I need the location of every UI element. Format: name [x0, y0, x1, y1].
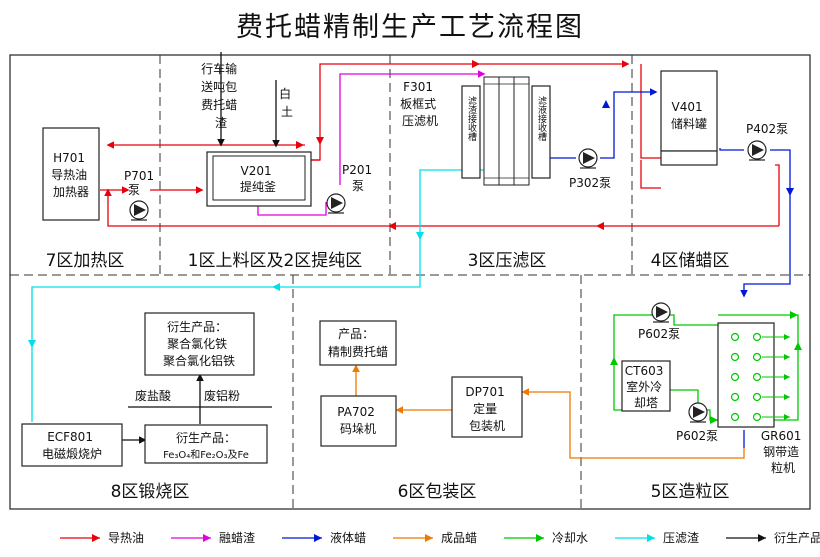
- dp701-packer: [451, 376, 523, 438]
- p602-bottom-label: P602泵: [676, 429, 718, 443]
- zone-label-7: 7区加热区: [46, 251, 125, 271]
- legend-label-0: 导热油: [108, 531, 144, 545]
- zone-label-5: 5区造粒区: [651, 482, 730, 502]
- product-label: 产品： 精制费托蜡: [328, 327, 388, 359]
- filtrate-tank-label: 滤液接收槽: [536, 95, 547, 142]
- ecf801-furnace: [21, 423, 123, 467]
- derived-product-lines: [122, 52, 280, 444]
- pa702-palletizer: [320, 395, 397, 447]
- p201-pump: [326, 193, 346, 214]
- legend-arrow-3: [425, 534, 433, 542]
- v401-label: V401 储料罐: [671, 100, 707, 131]
- byproduct-2-box: [144, 424, 268, 464]
- feed-wax-label: 行车输 送吨包 费托蜡 渣: [201, 61, 241, 130]
- p602-bottom-pump: [688, 402, 708, 423]
- p402-label: P402泵: [746, 122, 788, 136]
- v201-inner: [212, 155, 306, 201]
- legend-label-4: 冷却水: [552, 531, 588, 545]
- residue-tank-label: 滤渣接收槽: [466, 95, 477, 142]
- legend-label-6: 衍生产品: [774, 531, 820, 545]
- legend-label-3: 成品蜡: [441, 531, 477, 545]
- v401-base: [660, 150, 718, 166]
- heat-oil-arrowheads: [296, 60, 604, 230]
- h701-heater: [42, 127, 100, 221]
- p402-pump: [747, 140, 767, 161]
- p201-sub: 泵: [352, 179, 364, 193]
- ct603-cooling-tower: [621, 360, 671, 412]
- legend-arrow-1: [203, 534, 211, 542]
- p302-pump: [578, 148, 598, 169]
- v201-label: V201 提纯釜: [240, 164, 276, 194]
- outer-frame: [9, 54, 811, 510]
- legend-label-1: 融蜡渣: [219, 531, 255, 545]
- p701-pump: [129, 200, 149, 221]
- liquid-wax-arrowheads: [602, 100, 794, 196]
- legend-arrow-5: [647, 534, 655, 542]
- p302-label: P302泵: [569, 176, 611, 190]
- cooling-water-arrowheads: [610, 311, 802, 424]
- byproduct-1-box: [144, 312, 255, 376]
- h701-label: H701 导热油 加热器: [51, 151, 91, 199]
- p701-sub: 泵: [128, 183, 140, 197]
- legend-arrow-0: [92, 534, 100, 542]
- zone-label-8: 8区锻烧区: [111, 482, 190, 502]
- legend-label-5: 压滤渣: [663, 531, 699, 545]
- zone-label-3: 3区压滤区: [468, 251, 547, 271]
- gr601-label: GR601 钢带造 粒机: [761, 429, 805, 475]
- v201-reactor: [206, 151, 312, 207]
- legend-label-2: 液体蜡: [330, 530, 366, 545]
- filter-residue-arrowheads: [28, 232, 424, 348]
- clay-label: 白 土: [279, 86, 295, 119]
- p602-top-label: P602泵: [638, 327, 680, 341]
- legend: 导热油 融蜡渣 液体蜡 成品蜡 冷却水 压滤渣 衍生产品: [60, 530, 820, 545]
- legend-arrow-6: [758, 534, 766, 542]
- product-box: [319, 320, 397, 366]
- zone-label-1-2: 1区上料区及2区提纯区: [188, 251, 363, 271]
- zone-label-6: 6区包装区: [398, 482, 477, 502]
- pa702-label: PA702 码垛机: [337, 405, 378, 436]
- ecf801-label: ECF801 电磁煅烧炉: [42, 430, 102, 461]
- dp701-label: DP701 定量 包装机: [465, 385, 508, 433]
- waste-al-label: 废铝粉: [204, 388, 240, 403]
- byproduct-2-body: Fe₃O₄和Fe₂O₃及Fe: [163, 449, 249, 461]
- p602-top-pump: [651, 302, 671, 323]
- p201-label: P201: [342, 163, 372, 177]
- f301-filter-press: [461, 76, 551, 186]
- legend-arrow-2: [314, 534, 322, 542]
- byproduct-2-title: 衍生产品：: [176, 431, 236, 445]
- waste-hcl-label: 废盐酸: [135, 388, 171, 403]
- diagram-title: 费托蜡精制生产工艺流程图: [236, 12, 584, 43]
- f301-label: F301 板框式 压滤机: [400, 80, 440, 128]
- gr601-pelletizer: [717, 322, 790, 428]
- ct603-label: CT603 室外冷 却塔: [625, 364, 667, 410]
- filter-residue-lines: [31, 169, 484, 422]
- byproduct-1-label: 衍生产品： 聚合氯化铁 聚合氯化铝铁: [163, 320, 235, 368]
- finished-wax-lines: [352, 364, 745, 459]
- p701-label: P701: [124, 169, 154, 183]
- zone-label-4: 4区储蜡区: [651, 251, 730, 271]
- legend-arrow-4: [536, 534, 544, 542]
